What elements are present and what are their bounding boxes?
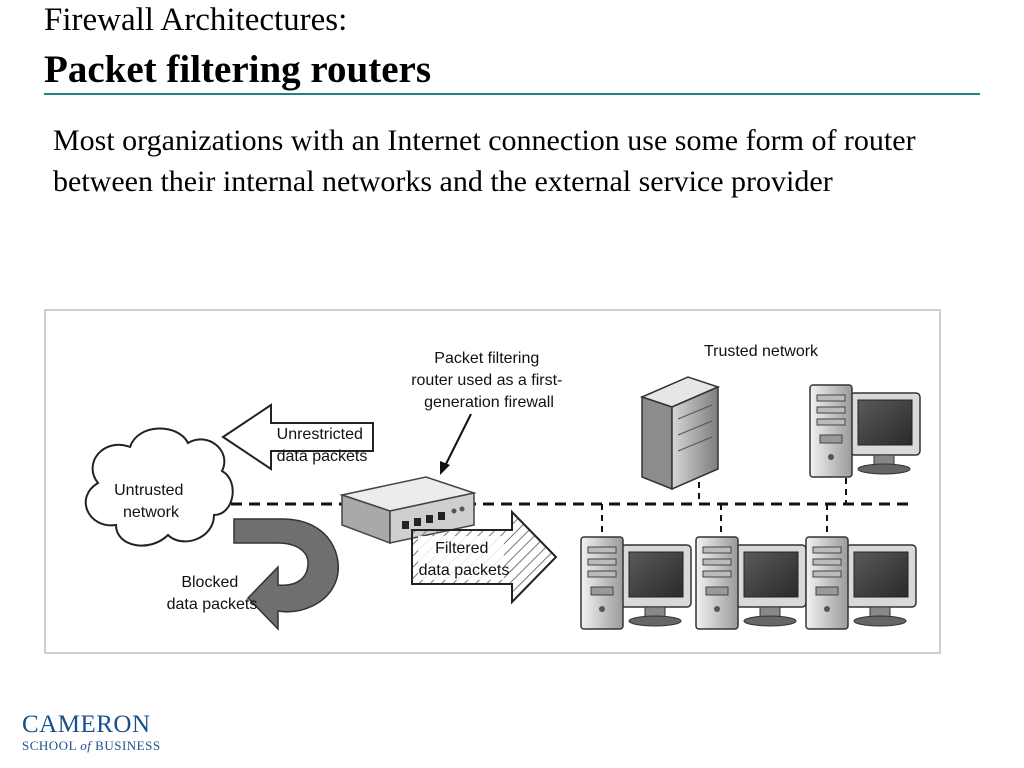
- packet-filter-router: [339, 476, 477, 545]
- filtered-label: Filtered data packets: [419, 540, 510, 579]
- router-caption: Packet filtering router used as a first-…: [411, 350, 567, 411]
- untrusted-label: Untrusted network: [114, 482, 188, 521]
- slide-title-line2: Packet filtering routers: [44, 48, 431, 91]
- blocked-packets-arrow: [233, 518, 340, 631]
- slide-body-text: Most organizations with an Internet conn…: [53, 124, 916, 198]
- blocked-label: Blocked data packets: [167, 574, 258, 613]
- logo-main: CAMERON: [22, 711, 151, 738]
- trusted-workstation-2: [695, 536, 807, 630]
- slide-title-line1: Firewall Architectures:: [44, 2, 348, 38]
- trusted-workstation-3: [805, 536, 917, 630]
- cameron-logo: CAMERON SCHOOL of BUSINESS: [22, 712, 161, 754]
- logo-sub: SCHOOL of BUSINESS: [22, 738, 161, 753]
- unrestricted-label: Unrestricted data packets: [277, 426, 368, 465]
- trusted-network-label: Trusted network: [704, 343, 819, 360]
- trusted-workstation-top: [809, 384, 921, 478]
- unrestricted-packets-arrow: [221, 403, 374, 471]
- firewall-diagram: Untrusted network Unrestricted data pack…: [44, 309, 941, 654]
- title-divider: [44, 93, 980, 95]
- trusted-workstation-1: [580, 536, 692, 630]
- diagram-canvas: Untrusted network Unrestricted data pack…: [84, 343, 921, 631]
- trusted-server: [639, 376, 721, 491]
- untrusted-cloud: [84, 427, 234, 547]
